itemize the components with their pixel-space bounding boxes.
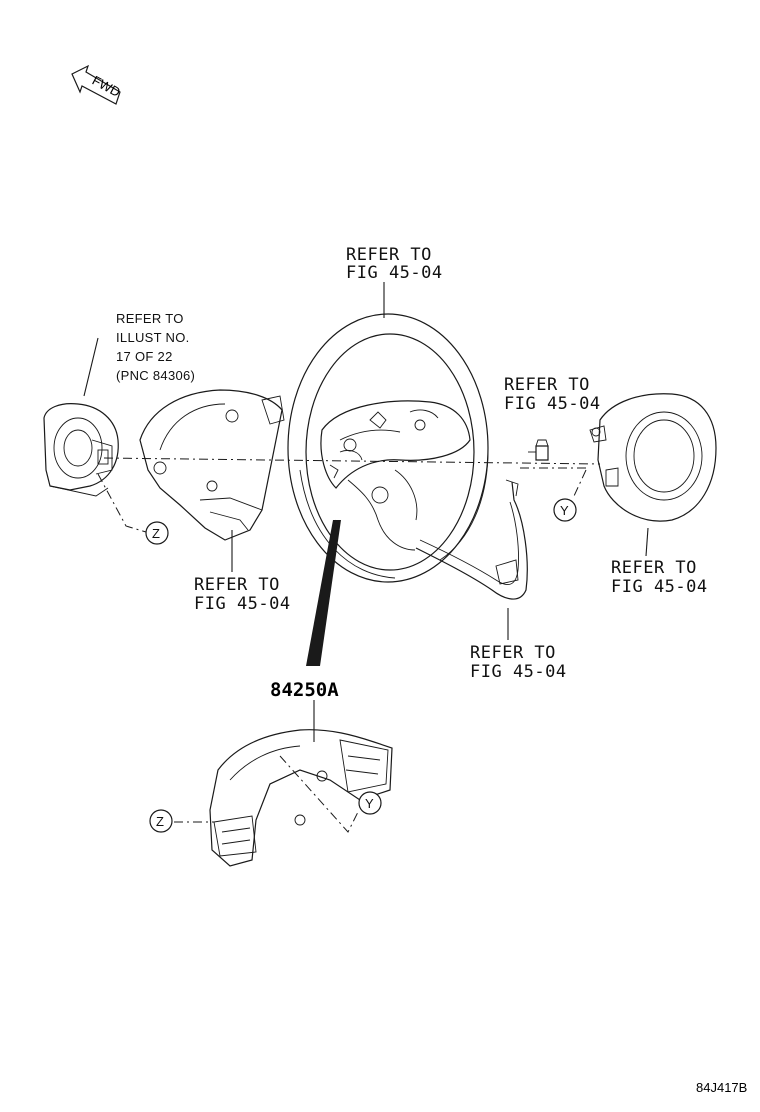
figure-code: 84J417B xyxy=(696,1080,747,1095)
ref-wheel-line2: FIG 45-04 xyxy=(346,263,443,283)
marker-y-upper-label: Y xyxy=(560,503,569,518)
ref-cover-line2: FIG 45-04 xyxy=(194,594,291,614)
marker-y-lower-label: Y xyxy=(365,796,374,811)
rear-cover xyxy=(139,389,285,541)
spiral-cable xyxy=(43,403,119,497)
ref-lower-line1: REFER TO xyxy=(470,643,556,663)
ref-bolt-line1: REFER TO xyxy=(504,375,590,395)
ref-bolt-line2: FIG 45-04 xyxy=(504,394,601,414)
airbag-assembly xyxy=(589,393,717,522)
ref-spiral-line3: 17 OF 22 xyxy=(116,349,173,364)
ref-spiral-line2: ILLUST NO. xyxy=(116,330,190,345)
ref-spiral-line1: REFER TO xyxy=(116,311,184,326)
part-number-label: 84250A xyxy=(270,679,339,701)
fwd-arrow-icon: FWD xyxy=(71,64,123,105)
fwd-label: FWD xyxy=(90,73,123,100)
marker-z-upper: Z xyxy=(145,521,169,545)
ref-cover-line1: REFER TO xyxy=(194,575,280,595)
leader-lines xyxy=(83,282,649,742)
ref-spiral-line4: (PNC 84306) xyxy=(116,368,195,383)
marker-y-lower: Y xyxy=(358,791,382,815)
marker-z-lower: Z xyxy=(149,809,173,833)
lower-cover xyxy=(415,479,528,600)
part-arrow-icon xyxy=(306,520,341,666)
ref-airbag-line1: REFER TO xyxy=(611,558,697,578)
marker-z-upper-label: Z xyxy=(152,526,160,541)
steering-pad-switch xyxy=(209,729,393,867)
assembly-axis-lines xyxy=(97,457,601,833)
ref-airbag-line2: FIG 45-04 xyxy=(611,577,708,597)
bolt xyxy=(528,439,549,461)
steering-wheel xyxy=(287,313,489,583)
ref-lower-line2: FIG 45-04 xyxy=(470,662,567,682)
marker-y-upper: Y xyxy=(553,498,577,522)
marker-z-lower-label: Z xyxy=(156,814,164,829)
ref-wheel-line1: REFER TO xyxy=(346,245,432,265)
